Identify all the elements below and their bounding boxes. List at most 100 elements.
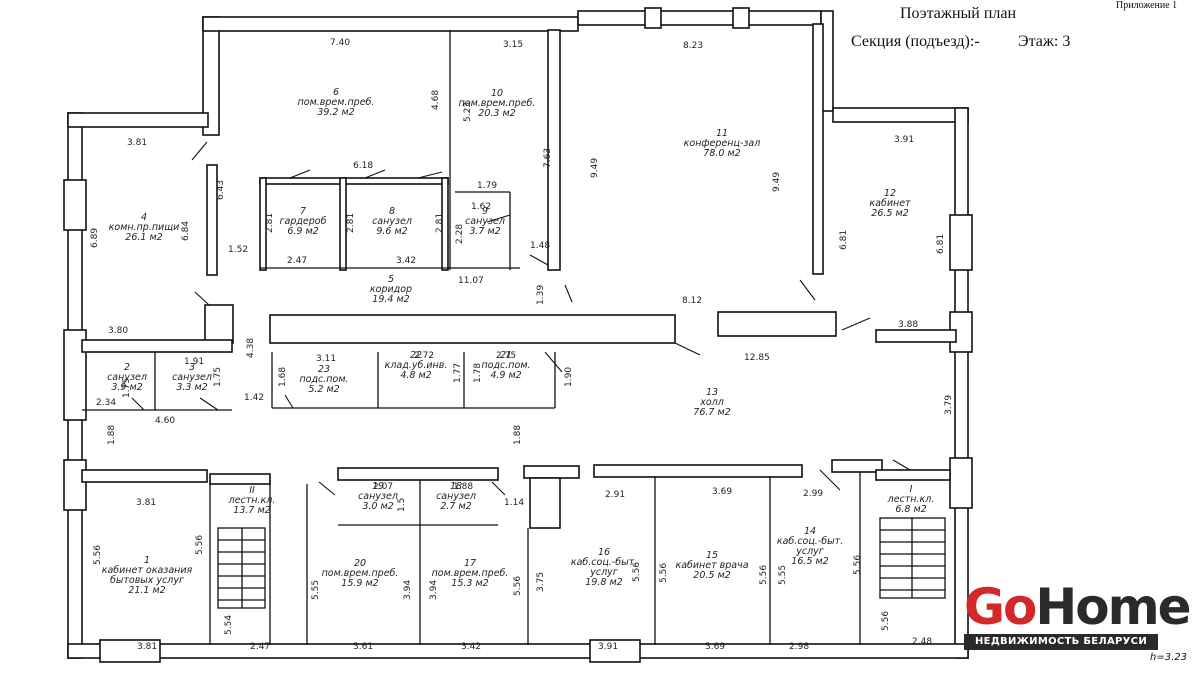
dimension-label: 3.94 [429, 580, 439, 600]
room-label-6: 6 [333, 87, 339, 98]
room-label-14: каб.соц.-быт. [777, 536, 843, 547]
room-label-12: кабинет [869, 198, 911, 209]
room-label-19: санузел [358, 491, 398, 502]
dimension-label: 2.72 [414, 351, 434, 361]
gohome-logo: GoHome НЕДВИЖИМОСТЬ БЕЛАРУСИ [964, 578, 1192, 650]
dimension-label: 5.54 [224, 615, 234, 635]
dimension-label: 4.68 [431, 90, 441, 110]
room-label-12: 12 [884, 188, 896, 199]
room-label-8: 9.6 м2 [376, 226, 407, 237]
dimension-label: 5.56 [659, 563, 669, 583]
dimension-label: 1.90 [564, 367, 574, 387]
floor-label: Этаж: 3 [1018, 33, 1071, 50]
room-label-1: 1 [144, 555, 150, 566]
room-label-21: 21 [500, 350, 512, 361]
room-label-1: бытовых услуг [110, 575, 185, 586]
room-label-9: санузел [465, 216, 505, 227]
room-label-23: 23 [318, 364, 330, 375]
room-label-16: услуг [589, 567, 619, 578]
room-label-10: пом.врем.преб. [459, 98, 536, 109]
room-label-23: подс.пом. [299, 374, 348, 385]
dimension-label: 3.11 [316, 354, 336, 364]
room-label-10: 10 [491, 88, 503, 99]
room-label-21: подс.пом. [481, 360, 530, 371]
dimension-label: 2.91 [605, 490, 625, 500]
room-label-21: 4.9 м2 [490, 370, 521, 381]
staircase-i [879, 517, 946, 599]
room-label-20: 15.9 м2 [341, 578, 378, 589]
logo-home: Home [1035, 578, 1191, 636]
dimension-label: 3.15 [503, 40, 523, 50]
dimension-label: 6.84 [181, 221, 191, 241]
dimension-label: 1.79 [477, 181, 497, 191]
room-label-4: 26.1 м2 [125, 232, 162, 243]
room-label-6: пом.врем.преб. [298, 97, 375, 108]
dimension-label: 5.55 [778, 565, 788, 585]
room-label-12: 26.5 м2 [871, 208, 908, 219]
room-label-3: 3 [189, 362, 195, 373]
room-label-16: 16 [598, 547, 610, 558]
dimension-label: 8.23 [683, 41, 703, 51]
dimension-label: 6.81 [839, 230, 849, 250]
logo-tagline: НЕДВИЖИМОСТЬ БЕЛАРУСИ [964, 634, 1158, 650]
logo-go: Go [964, 578, 1037, 636]
dimension-label: 1.78 [473, 363, 483, 383]
dimension-label: 1.68 [278, 367, 288, 387]
room-label-8: 8 [389, 206, 395, 217]
dimension-label: 3.91 [894, 135, 914, 145]
room-label-5: 5 [388, 274, 394, 285]
dimension-label: 5.56 [853, 555, 863, 575]
room-label-22: 22 [410, 350, 422, 361]
dimension-label: 1.77 [453, 363, 463, 383]
room-label-7: 7 [300, 206, 306, 217]
room-label-2: санузел [107, 372, 147, 383]
room-label-6: 39.2 м2 [317, 107, 354, 118]
dimension-label: 1.62 [471, 202, 491, 212]
room-label-7: гардероб [280, 216, 327, 227]
dimension-label: 2.81 [265, 213, 275, 233]
room-label-16: каб.соц.-быт. [571, 557, 637, 568]
dimension-label: 2.47 [250, 642, 270, 652]
interior-walls [81, 23, 957, 645]
room-label-18: санузел [436, 491, 476, 502]
room-label-19: 3.0 м2 [362, 501, 393, 512]
dimension-label: 4.60 [155, 416, 175, 426]
dimension-label: 5.56 [195, 535, 205, 555]
room-label-3: 3.3 м2 [176, 382, 207, 393]
dimension-label: 2.28 [455, 224, 465, 244]
room-label-10: 20.3 м2 [478, 108, 515, 119]
dimension-label: 1.75 [213, 367, 223, 387]
room-label-18: 18 [450, 481, 462, 492]
dimension-label: 6.43 [216, 180, 226, 200]
dimension-label: 1.42 [244, 393, 264, 403]
dimension-label: 11.07 [458, 276, 484, 286]
room-label-11: 78.0 м2 [703, 148, 740, 159]
staircase-ii [217, 527, 266, 609]
dimension-label: 5.56 [93, 545, 103, 565]
room-label-15: 15 [706, 550, 718, 561]
dimension-label: 1.88 [107, 425, 117, 445]
dimension-label: 5.56 [513, 576, 523, 596]
dimension-label: 3.91 [598, 642, 618, 652]
room-label-20: пом.врем.преб. [322, 568, 399, 579]
dimension-label: 3.42 [396, 256, 416, 266]
dimension-label: 3.88 [898, 320, 918, 330]
dimension-label: 1.88 [453, 482, 473, 492]
dimension-label: 5.23 [463, 102, 473, 122]
door-swings [131, 141, 911, 496]
section-label: Секция (подъезд):- [851, 33, 980, 50]
dimension-label: 3.42 [461, 642, 481, 652]
dimension-label: 1.48 [530, 241, 550, 251]
dimension-label: 3.80 [108, 326, 128, 336]
room-label-22: клад.уб.инв. [385, 360, 448, 371]
room-label-4: комн.пр.пищи [109, 222, 180, 233]
dimension-label: 1.5 [397, 498, 407, 512]
room-label-15: кабинет врача [675, 560, 748, 571]
room-label-11: 11 [716, 128, 728, 139]
appendix-note: Приложение 1 [1116, 0, 1178, 11]
room-label-20: 20 [354, 558, 366, 569]
room-label-II: 13.7 м2 [233, 505, 270, 516]
dimension-label: 6.89 [90, 228, 100, 248]
